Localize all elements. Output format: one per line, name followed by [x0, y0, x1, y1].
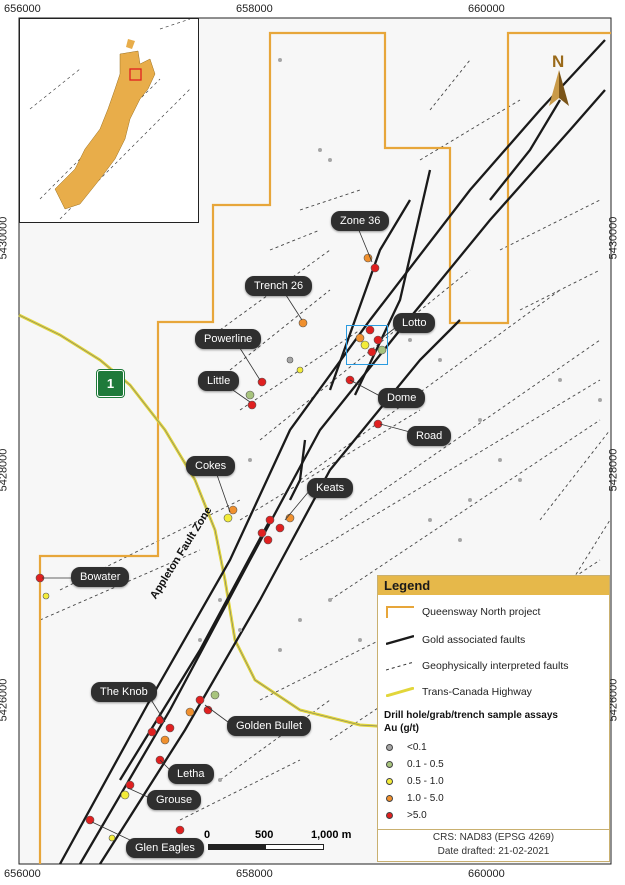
highway-shield: 1 — [96, 369, 125, 398]
inset-project — [54, 50, 156, 210]
legend-geo-faults-label: Geophysically interpreted faults — [422, 660, 569, 672]
legend-class-5: >5.0 — [386, 810, 427, 821]
legend-class-label: 0.1 - 0.5 — [407, 759, 444, 770]
label-little: Little — [198, 371, 240, 391]
legend-panel: Legend Queensway North project Gold asso… — [377, 575, 610, 862]
legend-highway: Trans-Canada Highway — [386, 686, 532, 698]
legend-class-4: 1.0 - 5.0 — [386, 793, 444, 804]
label-lotto: Lotto — [393, 313, 436, 333]
label-glen-eagles: Glen Eagles — [126, 838, 204, 858]
legend-class-1: <0.1 — [386, 742, 427, 753]
legend-divider — [378, 829, 609, 830]
legend-class-3: 0.5 - 1.0 — [386, 776, 444, 787]
legend-highway-label: Trans-Canada Highway — [422, 686, 532, 698]
legend-assay-title: Drill hole/grab/trench sample assays — [384, 710, 558, 721]
label-keats: Keats — [307, 478, 354, 498]
label-powerline: Powerline — [195, 329, 262, 349]
label-the-knob: The Knob — [91, 682, 157, 702]
legend-project-label: Queensway North project — [422, 606, 541, 618]
legend-highway-swatch — [386, 687, 414, 697]
x-tick-656000-top: 656000 — [4, 3, 41, 15]
legend-class-label: 0.5 - 1.0 — [407, 776, 444, 787]
x-tick-658000-top: 658000 — [236, 3, 273, 15]
inset-extent — [129, 68, 142, 81]
legend-gold-fault-swatch — [386, 635, 414, 645]
x-tick-658000-bottom: 658000 — [236, 868, 273, 880]
highway-number: 1 — [106, 376, 115, 391]
legend-geo-fault-swatch — [386, 661, 414, 671]
label-bowater: Bowater — [71, 567, 130, 587]
legend-date: Date drafted: 21-02-2021 — [437, 846, 550, 857]
label-zone-36: Zone 36 — [331, 211, 390, 231]
legend-gold-faults-label: Gold associated faults — [422, 634, 526, 646]
legend-geo-faults: Geophysically interpreted faults — [386, 660, 569, 672]
legend-dot — [386, 795, 393, 802]
label-letha: Letha — [168, 764, 214, 784]
legend-dot — [386, 812, 393, 819]
inset-map — [19, 18, 199, 223]
label-dome: Dome — [378, 388, 426, 408]
gold-associated-faults — [58, 39, 606, 865]
legend-project-swatch — [386, 606, 414, 618]
label-grouse: Grouse — [147, 790, 202, 810]
legend-class-label: 1.0 - 5.0 — [407, 793, 444, 804]
scale-bar — [208, 844, 324, 850]
legend-class-2: 0.1 - 0.5 — [386, 759, 444, 770]
label-trench-26: Trench 26 — [245, 276, 313, 296]
scale-label-500: 500 — [255, 829, 274, 841]
legend-crs: CRS: NAD83 (EPSG 4269) — [432, 832, 555, 843]
label-road: Road — [407, 426, 452, 446]
x-tick-656000-bottom: 656000 — [4, 868, 41, 880]
scale-label-0: 0 — [204, 829, 211, 841]
legend-dot — [386, 778, 393, 785]
legend-gold-faults: Gold associated faults — [386, 634, 525, 646]
label-cokes: Cokes — [186, 456, 236, 476]
legend-dot — [386, 744, 393, 751]
scale-label-1000: 1,000 m — [311, 829, 352, 841]
x-tick-660000-top: 660000 — [468, 3, 505, 15]
legend-assay-unit: Au (g/t) — [384, 723, 419, 734]
legend-class-label: <0.1 — [407, 742, 427, 753]
label-golden-bullet: Golden Bullet — [227, 716, 312, 736]
legend-project: Queensway North project — [386, 606, 540, 618]
legend-title: Legend — [378, 576, 609, 595]
project-boundary — [38, 31, 611, 864]
legend-class-label: >5.0 — [407, 810, 427, 821]
north-label: N — [552, 52, 565, 71]
north-arrow: N — [545, 52, 575, 107]
legend-dot — [386, 761, 393, 768]
north-arrow-icon — [549, 70, 569, 106]
inset-svg — [29, 19, 191, 220]
focus-box — [346, 325, 388, 365]
x-tick-660000-bottom: 660000 — [468, 868, 505, 880]
